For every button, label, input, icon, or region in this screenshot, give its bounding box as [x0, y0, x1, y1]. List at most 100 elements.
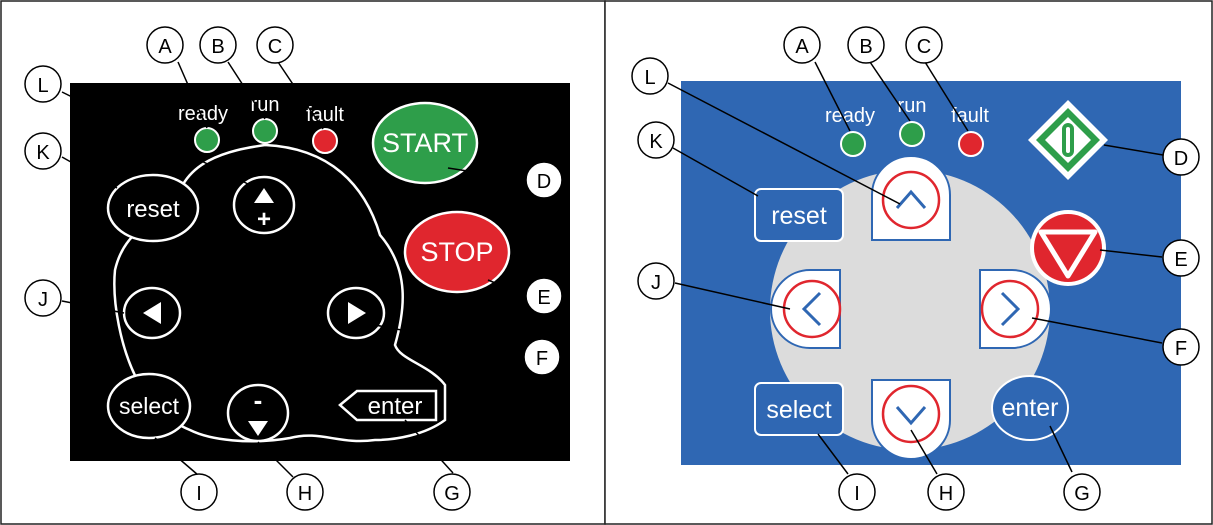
callout-letter: A [795, 36, 809, 58]
callout-j: J [24, 279, 62, 317]
right-arrow-button[interactable] [326, 286, 386, 340]
callout-letter: B [859, 36, 872, 58]
callout-k: K [637, 121, 675, 159]
callout-letter: D [1174, 148, 1188, 170]
callout-i: I [838, 473, 876, 511]
callout-circle [525, 277, 563, 315]
callout-letter: E [1174, 249, 1187, 271]
start-button[interactable]: START [371, 101, 479, 185]
left-arrow-button[interactable] [122, 286, 182, 340]
callout-circle [847, 26, 885, 64]
callout-letter: F [536, 348, 548, 370]
callout-circle [433, 473, 471, 511]
select-button-label: select [119, 393, 180, 419]
callout-d: D [525, 161, 563, 199]
left-button[interactable] [770, 269, 842, 349]
callout-e: E [1162, 239, 1200, 277]
callout-letter: J [38, 289, 48, 311]
callout-letter: B [211, 36, 224, 58]
callout-circle [637, 262, 675, 300]
callout-circle [1162, 328, 1200, 366]
callout-circle [631, 57, 669, 95]
reset-button[interactable]: reset [754, 188, 844, 242]
ready-led-label: ready [825, 105, 875, 127]
left-keypad: ready run fault START STOP reset + [70, 83, 570, 461]
reset-button-label: reset [126, 196, 180, 223]
callout-letter: F [1175, 338, 1187, 360]
left-callout-lines [61, 61, 526, 478]
callout-circle [286, 473, 324, 511]
callout-circle [1063, 473, 1101, 511]
stop-button-label: STOP [420, 237, 493, 267]
callout-j: J [637, 262, 675, 300]
left-keypad-outline [113, 143, 447, 443]
fault-led [312, 128, 338, 154]
stop-button[interactable]: STOP [403, 210, 511, 294]
callout-letter: H [939, 483, 953, 505]
minus-symbol: - [254, 385, 263, 415]
run-led [252, 118, 278, 144]
right-callouts: A B C D E F G H I J K L [631, 26, 1200, 511]
callout-h: H [286, 473, 324, 511]
reset-button[interactable]: reset [106, 173, 200, 243]
callout-letter: C [917, 36, 931, 58]
down-button[interactable] [871, 379, 951, 460]
start-button[interactable] [1028, 100, 1108, 180]
callout-letter: H [298, 483, 312, 505]
down-chevron-icon [895, 406, 927, 426]
fault-led-label: fault [951, 105, 989, 127]
down-minus-button[interactable]: - [226, 383, 290, 443]
callout-letter: I [854, 483, 860, 505]
enter-button[interactable]: enter [991, 375, 1069, 441]
select-button[interactable]: select [106, 372, 192, 440]
callout-circle [256, 26, 294, 64]
callout-circle [24, 132, 62, 170]
callout-circle [1162, 239, 1200, 277]
callout-letter: G [444, 483, 460, 505]
callout-f: F [523, 338, 561, 376]
right-button[interactable] [979, 269, 1052, 349]
callout-letter: G [1074, 483, 1090, 505]
callout-letter: C [268, 36, 282, 58]
reset-button-label: reset [771, 202, 827, 230]
callout-k: K [24, 132, 62, 170]
callout-circle [838, 473, 876, 511]
callout-circle [24, 65, 62, 103]
stop-button[interactable] [1030, 210, 1106, 286]
callout-circle [1162, 138, 1200, 176]
up-chevron-icon [895, 189, 927, 209]
callout-letter: I [196, 483, 202, 505]
callout-letter: K [649, 131, 663, 153]
callout-letter: K [36, 142, 50, 164]
callout-letter: E [537, 287, 550, 309]
right-chevron-icon [1000, 291, 1021, 327]
callout-d: D [1162, 138, 1200, 176]
callout-letter: L [37, 75, 48, 97]
callout-f: F [1162, 328, 1200, 366]
up-plus-button[interactable]: + [232, 175, 296, 235]
callout-circle [905, 26, 943, 64]
callout-g: G [1063, 473, 1101, 511]
right-callout-lines [667, 61, 1164, 475]
callout-e: E [525, 277, 563, 315]
callout-letter: A [158, 36, 172, 58]
left-callouts: A B C D E F G H I J K L [24, 26, 563, 511]
callout-c: C [905, 26, 943, 64]
callout-l: L [631, 57, 669, 95]
right-keypad: ready run fault reset select [681, 81, 1181, 465]
callout-b: B [199, 26, 237, 64]
callout-b: B [847, 26, 885, 64]
run-led-label: run [898, 95, 927, 117]
fault-led [958, 131, 984, 157]
callout-circle [180, 473, 218, 511]
left-arrow-icon [143, 302, 161, 324]
stop-icon [1038, 229, 1098, 279]
run-led-label: run [251, 94, 280, 116]
enter-button[interactable]: enter [338, 389, 438, 422]
up-button[interactable] [871, 155, 951, 241]
callout-circle [199, 26, 237, 64]
callout-a: A [146, 26, 184, 64]
select-button[interactable]: select [754, 382, 844, 436]
up-arrow-icon [254, 188, 274, 203]
fault-led-label: fault [306, 104, 344, 126]
